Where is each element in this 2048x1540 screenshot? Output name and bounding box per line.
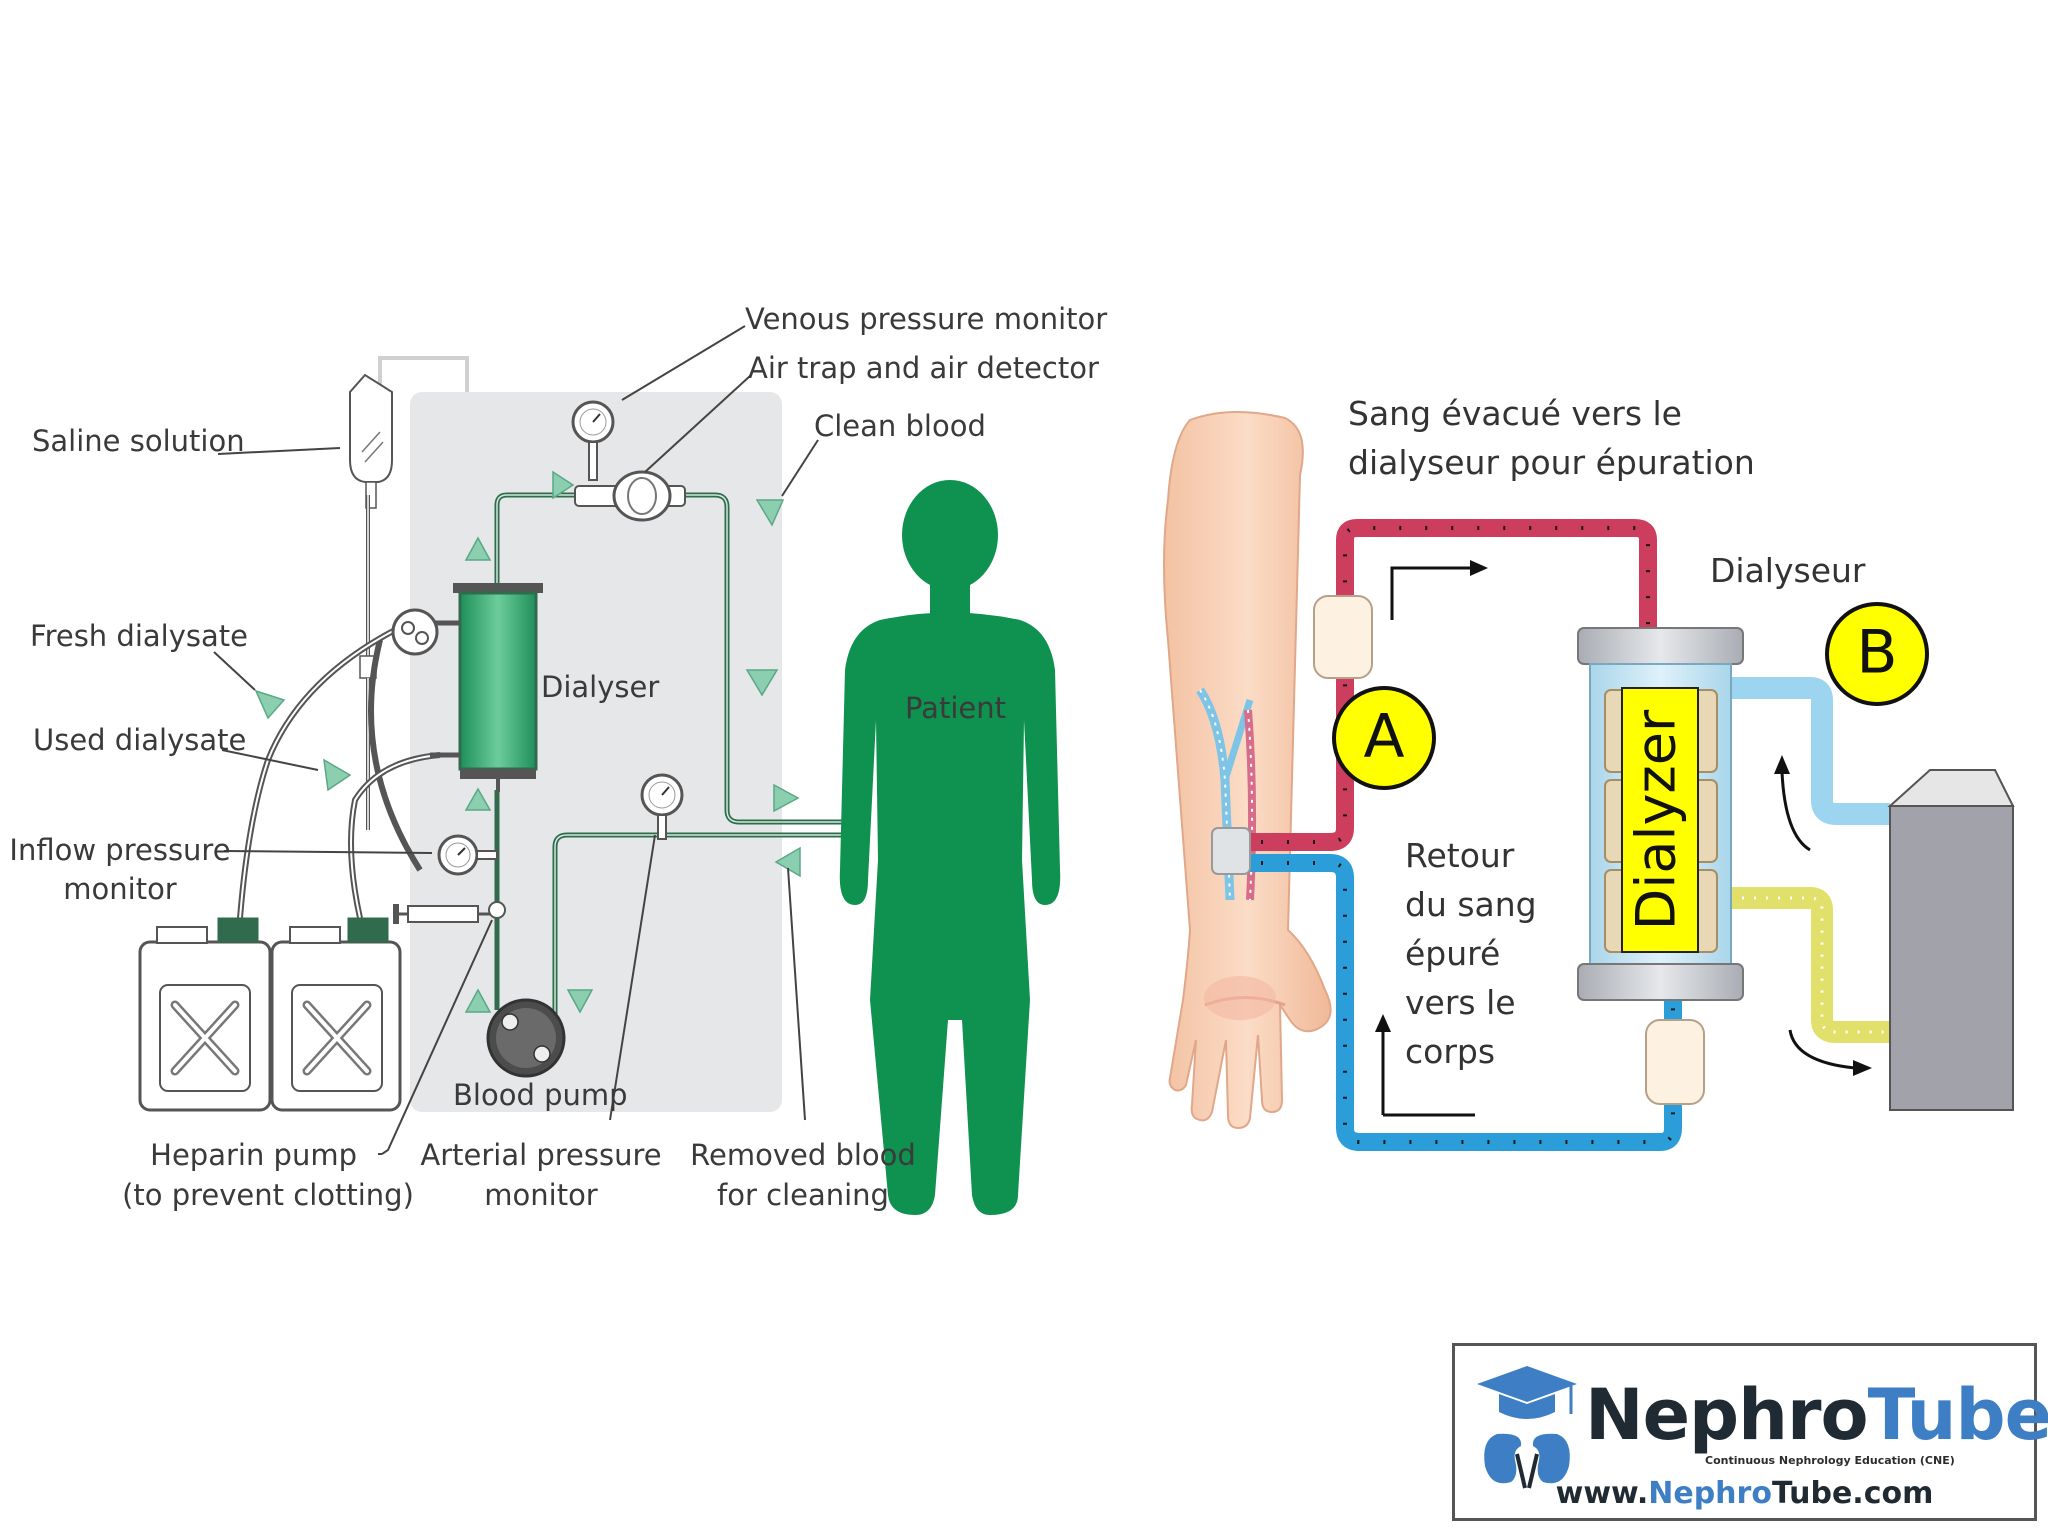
dialyzer-label-box xyxy=(1621,687,1699,953)
leader-lines xyxy=(213,325,819,1155)
logo-wordmark: NephroTube xyxy=(1585,1374,2048,1456)
logo-url[interactable]: www.NephroTube.com xyxy=(1455,1476,2034,1511)
label-sang-line1: Sang évacué vers le xyxy=(1348,394,1682,433)
label-arterial-monitor: monitor xyxy=(484,1178,598,1212)
label-saline-solution: Saline solution xyxy=(32,424,245,458)
dialysate-circuit xyxy=(1730,677,1890,1043)
flow-arrow xyxy=(566,989,594,1014)
label-retour-4: vers le xyxy=(1405,983,1516,1022)
venous-pressure-gauge xyxy=(571,400,615,481)
left-hemodialysis-diagram: Venous pressure monitor Air trap and air… xyxy=(9,302,1107,1215)
flow-arrow xyxy=(552,470,575,500)
drip-chamber-bottom xyxy=(1645,1019,1705,1105)
label-heparin-note: (to prevent clotting) xyxy=(122,1178,414,1212)
label-retour-2: du sang xyxy=(1405,885,1537,924)
drip-chamber-top xyxy=(1313,595,1373,679)
nephrotube-logo: NephroTube Continuous Nephrology Educati… xyxy=(1452,1343,2048,1521)
air-trap xyxy=(574,470,686,522)
dialyser-unit xyxy=(430,583,543,792)
patient-silhouette xyxy=(839,480,1061,1215)
saline-hook xyxy=(378,356,469,392)
flow-arrow xyxy=(464,988,492,1013)
label-removed-blood: Removed blood xyxy=(690,1138,916,1172)
label-retour-5: corps xyxy=(1405,1032,1495,1071)
logo-name-tube: Tube xyxy=(1867,1374,2048,1456)
label-fresh-dialysate: Fresh dialysate xyxy=(30,619,248,653)
direction-arrows xyxy=(1381,566,1856,1117)
label-blood-pump: Blood pump xyxy=(453,1078,628,1112)
flow-arrow xyxy=(745,669,779,697)
label-retour-3: épuré xyxy=(1405,934,1500,973)
arm-vessels xyxy=(1196,687,1257,901)
logo-name-nephro: Nephro xyxy=(1585,1374,1869,1456)
label-for-cleaning: for cleaning xyxy=(717,1178,889,1212)
saline-bag xyxy=(349,373,393,509)
label-heparin-pump: Heparin pump xyxy=(150,1138,357,1172)
dialysate-canister-used xyxy=(270,917,402,1112)
red-tube xyxy=(1235,519,1657,851)
dialysate-machine xyxy=(1887,769,2015,1111)
label-air-trap: Air trap and air detector xyxy=(748,351,1099,385)
arterial-pressure-gauge xyxy=(640,773,684,840)
logo-url-part3: Tube.com xyxy=(1771,1476,1934,1511)
label-dialyseur: Dialyseur xyxy=(1710,551,1866,590)
label-venous-pressure-monitor: Venous pressure monitor xyxy=(745,302,1107,336)
dialysate-canister-fresh xyxy=(138,917,272,1112)
flow-arrow xyxy=(773,783,800,813)
dialysate-connector xyxy=(391,608,439,656)
flow-arrow xyxy=(464,787,492,811)
label-inflow-pressure: Inflow pressure xyxy=(9,833,230,867)
blue-tube xyxy=(1235,854,1682,1151)
kidney-graduation-cap-icon xyxy=(1477,1366,1577,1489)
machine-panel xyxy=(410,392,782,1112)
label-dialyser: Dialyser xyxy=(541,670,659,704)
label-patient: Patient xyxy=(905,691,1006,725)
marker-b-letter: B xyxy=(1856,618,1897,688)
blood-pump xyxy=(486,998,566,1078)
label-inflow-monitor: monitor xyxy=(63,872,177,906)
logo-url-part2: Nephro xyxy=(1648,1476,1772,1511)
marker-a-letter: A xyxy=(1363,702,1404,772)
flow-arrow xyxy=(464,536,492,561)
marker-b xyxy=(1825,602,1929,706)
flow-arrows xyxy=(254,470,801,1014)
label-clean-blood: Clean blood xyxy=(814,409,986,443)
label-sang-line2: dialyseur pour épuration xyxy=(1348,443,1755,482)
label-arterial-pressure: Arterial pressure xyxy=(420,1138,661,1172)
heparin-syringe xyxy=(393,901,506,924)
arrow-heads xyxy=(1375,560,1872,1076)
inflow-pressure-gauge xyxy=(437,834,498,876)
label-dialyzer: Dialyzer xyxy=(1625,709,1688,930)
flow-arrow xyxy=(323,758,352,792)
flow-arrow xyxy=(755,499,785,527)
logo-url-part1: www. xyxy=(1555,1476,1649,1511)
marker-a xyxy=(1332,686,1436,790)
right-dialysis-diagram: Dialyzer A B Sang évacué vers le dialyse… xyxy=(1163,394,2015,1151)
logo-tagline: Continuous Nephrology Education (CNE) xyxy=(1705,1454,1955,1467)
label-retour-1: Retour xyxy=(1405,836,1515,875)
label-used-dialysate: Used dialysate xyxy=(33,723,246,757)
flow-arrow xyxy=(254,689,286,720)
fistula-clamp xyxy=(1211,827,1251,875)
